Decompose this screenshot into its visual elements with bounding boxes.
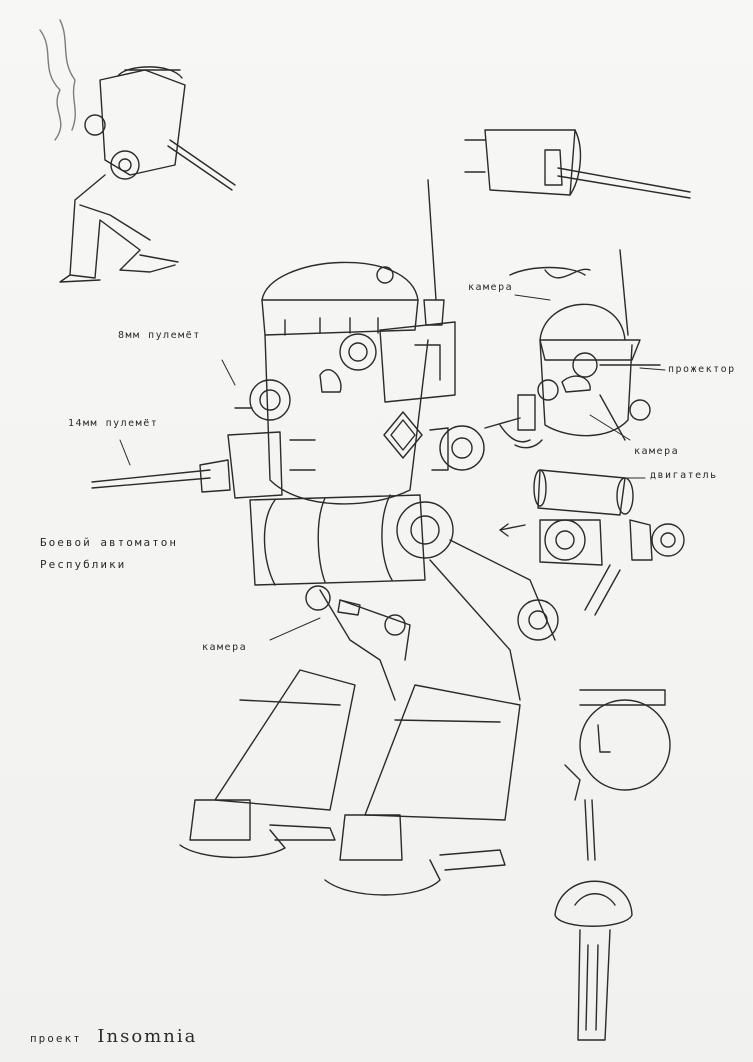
- label-searchlight: прожектор: [668, 364, 736, 375]
- clamp-detail-sketch: [554, 880, 633, 1041]
- label-8mm-machinegun: 8мм пулемёт: [118, 330, 201, 341]
- label-14mm-machinegun: 14мм пулемёт: [68, 418, 159, 429]
- label-camera-side: камера: [634, 446, 680, 457]
- label-title-combat-automaton: Боевой автоматон Республики: [40, 536, 178, 571]
- footer-project-name: Insomnia: [97, 1026, 198, 1047]
- label-camera-head: камера: [468, 282, 514, 293]
- main-mech: [91, 179, 559, 896]
- footer-prefix: проект: [30, 1032, 82, 1045]
- barrel-detail-sketch: [464, 129, 691, 199]
- leader-lines: [119, 294, 666, 641]
- engine-detail-sketch: [499, 469, 685, 616]
- label-engine: двигатель: [650, 470, 718, 481]
- joint-detail-sketch: [564, 689, 671, 861]
- thumbnail-sketch: [39, 19, 236, 283]
- footer-project: проект Insomnia: [30, 1026, 197, 1047]
- label-camera-hip: камера: [202, 642, 248, 653]
- head-detail-sketch: [499, 249, 661, 449]
